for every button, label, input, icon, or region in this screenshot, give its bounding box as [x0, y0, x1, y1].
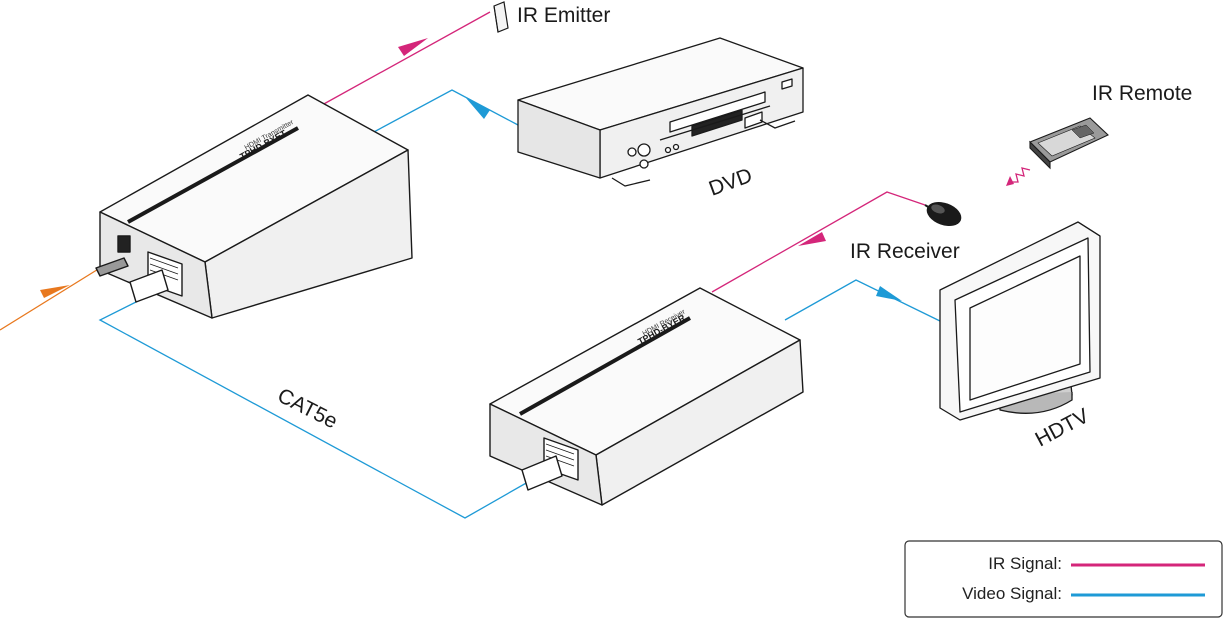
- ir-arrow-emitter: [398, 38, 428, 56]
- ir-emitter-device: [493, 1, 509, 33]
- power-arrow: [40, 285, 70, 298]
- cat5e-label: CAT5e: [274, 384, 341, 433]
- ir-emitter-label: IR Emitter: [517, 4, 610, 27]
- legend-video-label: Video Signal:: [962, 584, 1062, 603]
- ir-emitter-line: [321, 11, 491, 106]
- dvd-player: [517, 37, 804, 187]
- power-line: [0, 267, 101, 331]
- legend-ir-label: IR Signal:: [988, 554, 1062, 573]
- video-line-dvd: [371, 89, 519, 134]
- ir-remote-device: [1029, 117, 1109, 170]
- ir-receiver-label: IR Receiver: [850, 240, 960, 263]
- dvd-label: DVD: [706, 164, 756, 201]
- receiver-device: [489, 287, 804, 506]
- transmitter-device: [95, 94, 413, 319]
- legend: IR Signal: Video Signal:: [904, 540, 1223, 618]
- video-arrow-hdtv: [876, 286, 902, 301]
- ir-remote-label: IR Remote: [1092, 82, 1192, 105]
- ir-receiver-device: [924, 201, 962, 227]
- cat5e-cable: [98, 299, 529, 519]
- ir-wave-icon: [1008, 167, 1031, 183]
- hdtv-device: [939, 221, 1101, 421]
- ir-arrow-receiver: [798, 232, 826, 246]
- video-arrow-dvd: [466, 98, 490, 119]
- ir-receiver-line: [711, 191, 926, 293]
- video-line-hdtv: [784, 279, 943, 323]
